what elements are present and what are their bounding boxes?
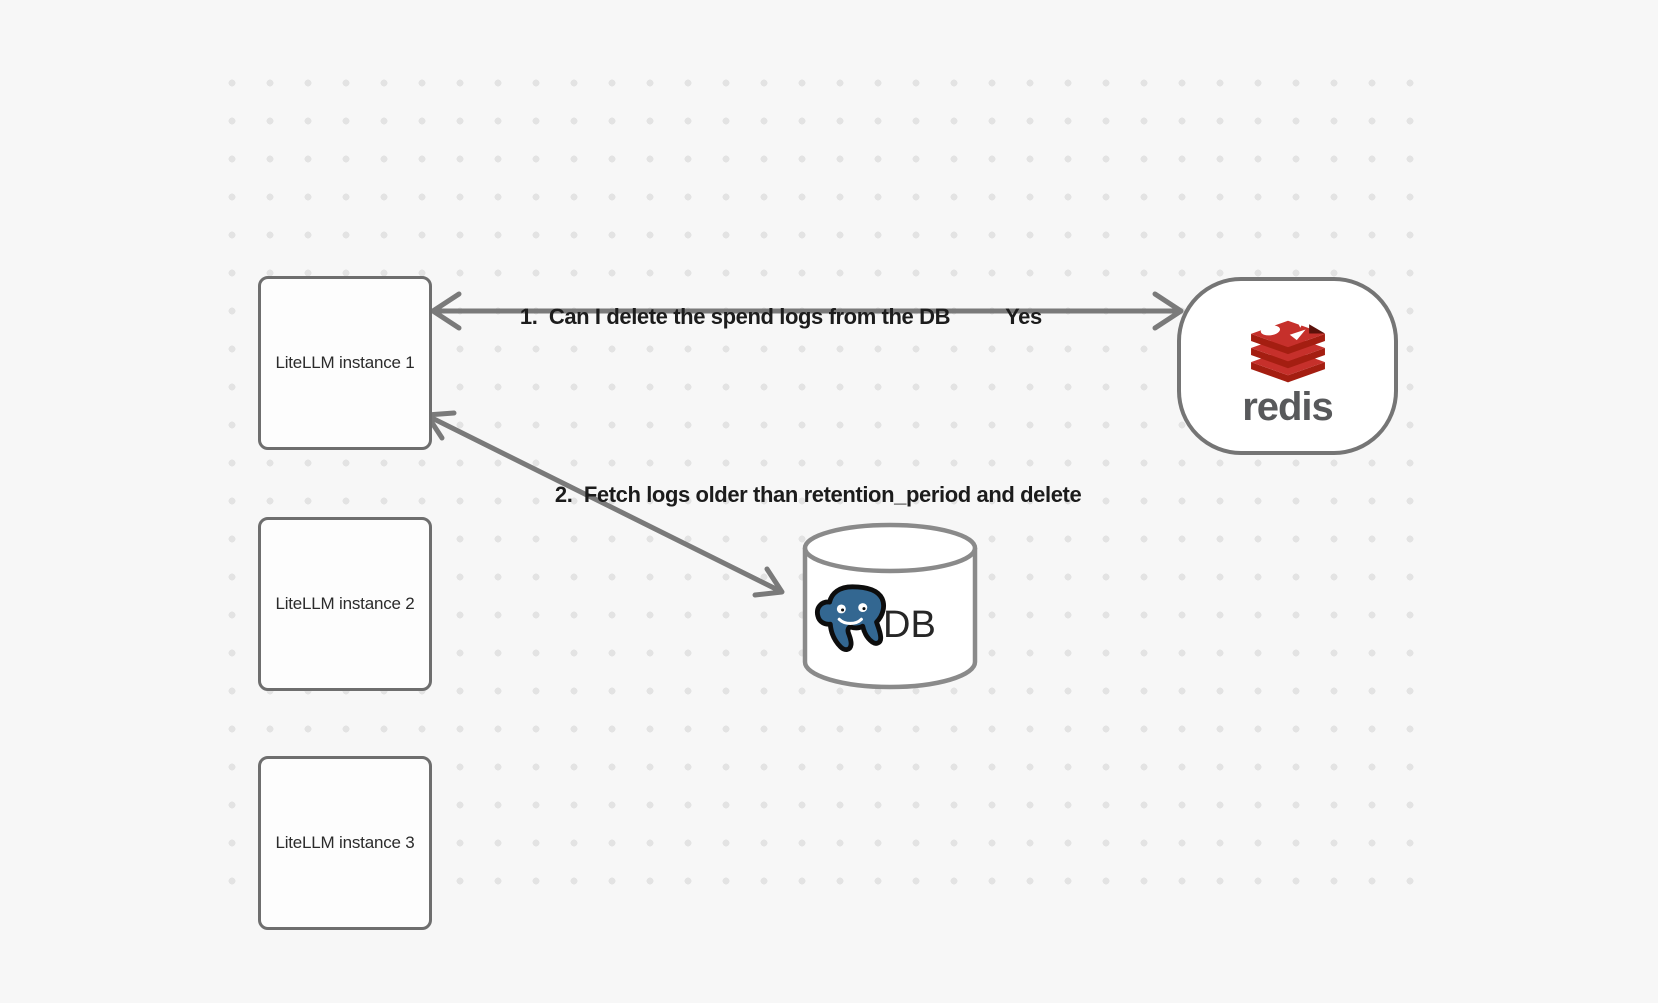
database-cylinder-icon bbox=[802, 522, 978, 690]
node-litellm-instance-3: LiteLLM instance 3 bbox=[258, 756, 432, 930]
node-redis: redis bbox=[1177, 277, 1398, 455]
edge-2-label: 2. Fetch logs older than retention_perio… bbox=[554, 482, 1082, 507]
edge-1-label-row: 1. Can I delete the spend logs from the … bbox=[497, 281, 1042, 353]
node-litellm-instance-2: LiteLLM instance 2 bbox=[258, 517, 432, 691]
node-postgres-db: DB bbox=[802, 522, 978, 690]
postgresql-elephant-icon bbox=[814, 584, 886, 652]
node-label: LiteLLM instance 2 bbox=[275, 594, 415, 613]
node-label: LiteLLM instance 3 bbox=[275, 833, 415, 852]
redis-wordmark: redis bbox=[1242, 385, 1334, 429]
node-litellm-instance-1: LiteLLM instance 1 bbox=[258, 276, 432, 450]
node-label: LiteLLM instance 1 bbox=[275, 353, 415, 372]
db-label: DB bbox=[883, 604, 936, 646]
redis-logo-icon bbox=[1250, 313, 1325, 383]
edge-2-label-row: 2. Fetch logs older than retention_perio… bbox=[532, 459, 1082, 531]
edge-1-label: 1. Can I delete the spend logs from the … bbox=[519, 304, 951, 329]
edge-1-reply: Yes bbox=[1005, 304, 1042, 329]
